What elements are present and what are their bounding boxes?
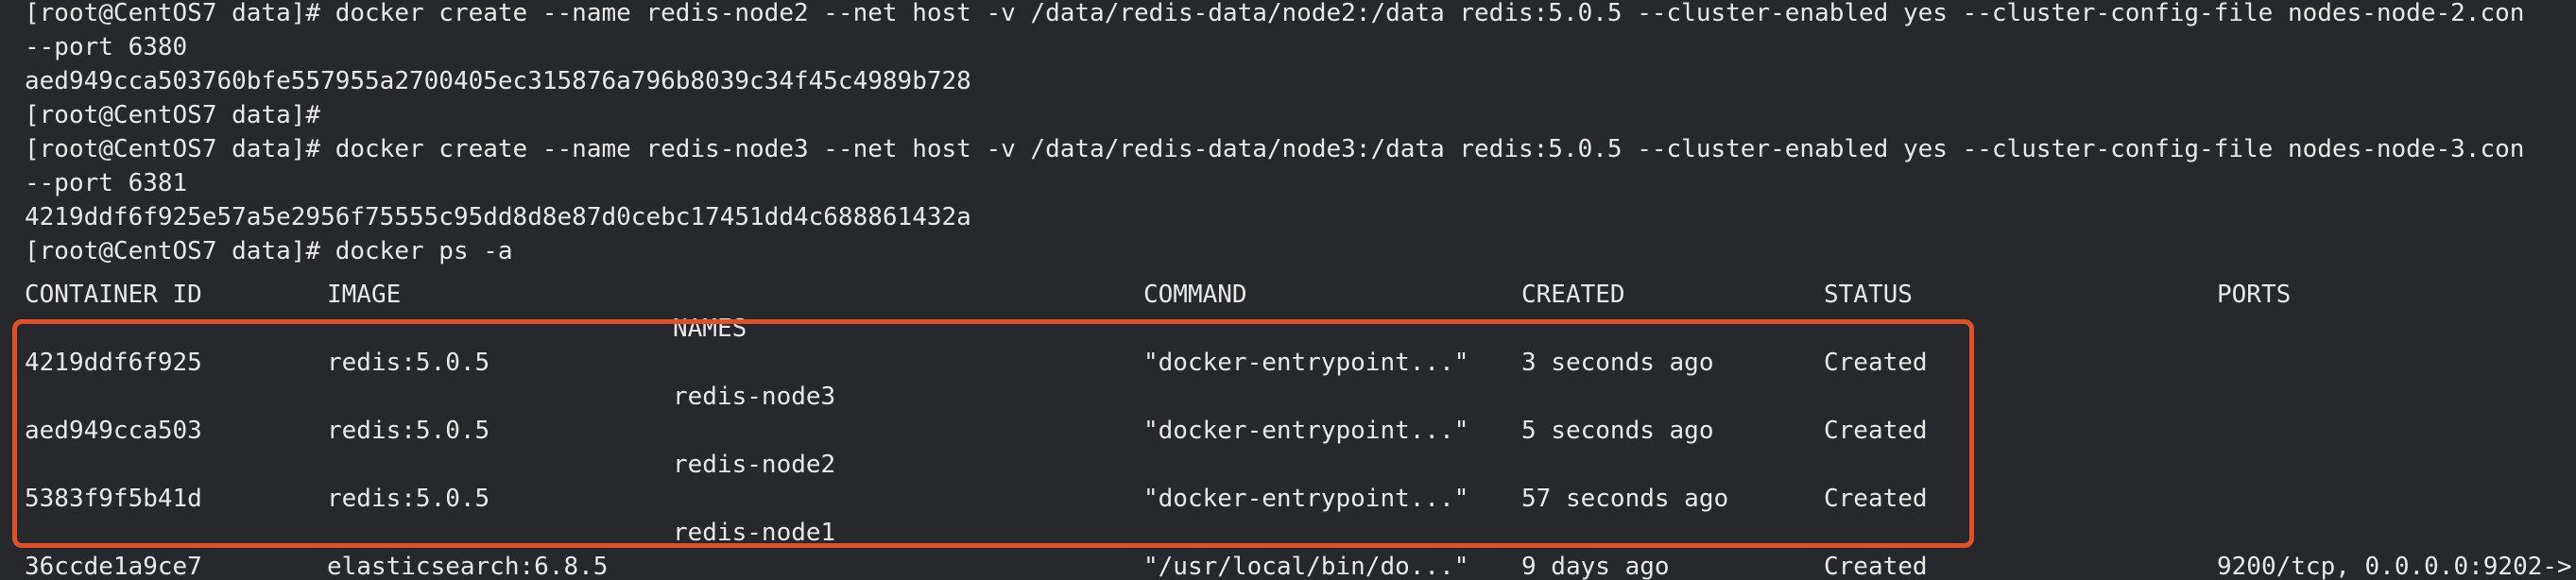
header-ports: PORTS [2217, 281, 2292, 309]
cell-status: Created [1824, 349, 1928, 377]
header-image: IMAGE [327, 281, 402, 309]
cell-name: redis-node1 [673, 519, 836, 547]
cell-container-id: 36ccde1a9ce7 [25, 553, 202, 580]
cell-status: Created [1824, 485, 1928, 513]
terminal-line: [root@CentOS7 data]# docker create --nam… [25, 135, 2525, 163]
cell-created: 5 seconds ago [1521, 417, 1714, 445]
header-command: COMMAND [1143, 281, 1247, 309]
cell-image: redis:5.0.5 [327, 485, 490, 513]
cell-container-id: aed949cca503 [25, 417, 202, 445]
cell-command: "docker-entrypoint..." [1143, 349, 1469, 377]
cell-image: elasticsearch:6.8.5 [327, 553, 609, 580]
terminal-line: 4219ddf6f925e57a5e2956f75555c95dd8d8e87d… [25, 203, 971, 231]
terminal-line: --port 6381 [25, 169, 188, 197]
highlight-annotation-box [12, 319, 1974, 548]
header-status: STATUS [1824, 281, 1913, 309]
cell-status: Created [1824, 553, 1928, 580]
terminal-line: [root@CentOS7 data]# docker create --nam… [25, 0, 2525, 27]
terminal-line: --port 6380 [25, 33, 188, 61]
header-created: CREATED [1521, 281, 1625, 309]
cell-command: "docker-entrypoint..." [1143, 485, 1469, 513]
cell-status: Created [1824, 417, 1928, 445]
cell-ports: 9200/tcp, 0.0.0.0:9202-> [2217, 553, 2572, 580]
terminal-line: [root@CentOS7 data]# [25, 101, 321, 129]
cell-created: 9 days ago [1521, 553, 1670, 580]
cell-command: "/usr/local/bin/do..." [1143, 553, 1469, 580]
cell-name: redis-node3 [673, 383, 836, 411]
cell-command: "docker-entrypoint..." [1143, 417, 1469, 445]
cell-name: redis-node2 [673, 451, 836, 479]
cell-created: 3 seconds ago [1521, 349, 1714, 377]
terminal-line: aed949cca503760bfe557955a2700405ec315876… [25, 67, 971, 95]
cell-image: redis:5.0.5 [327, 417, 490, 445]
terminal-line: [root@CentOS7 data]# docker ps -a [25, 237, 513, 265]
cell-container-id: 4219ddf6f925 [25, 349, 202, 377]
cell-image: redis:5.0.5 [327, 349, 490, 377]
header-container-id: CONTAINER ID [25, 281, 202, 309]
cell-container-id: 5383f9f5b41d [25, 485, 202, 513]
cell-created: 57 seconds ago [1521, 485, 1729, 513]
